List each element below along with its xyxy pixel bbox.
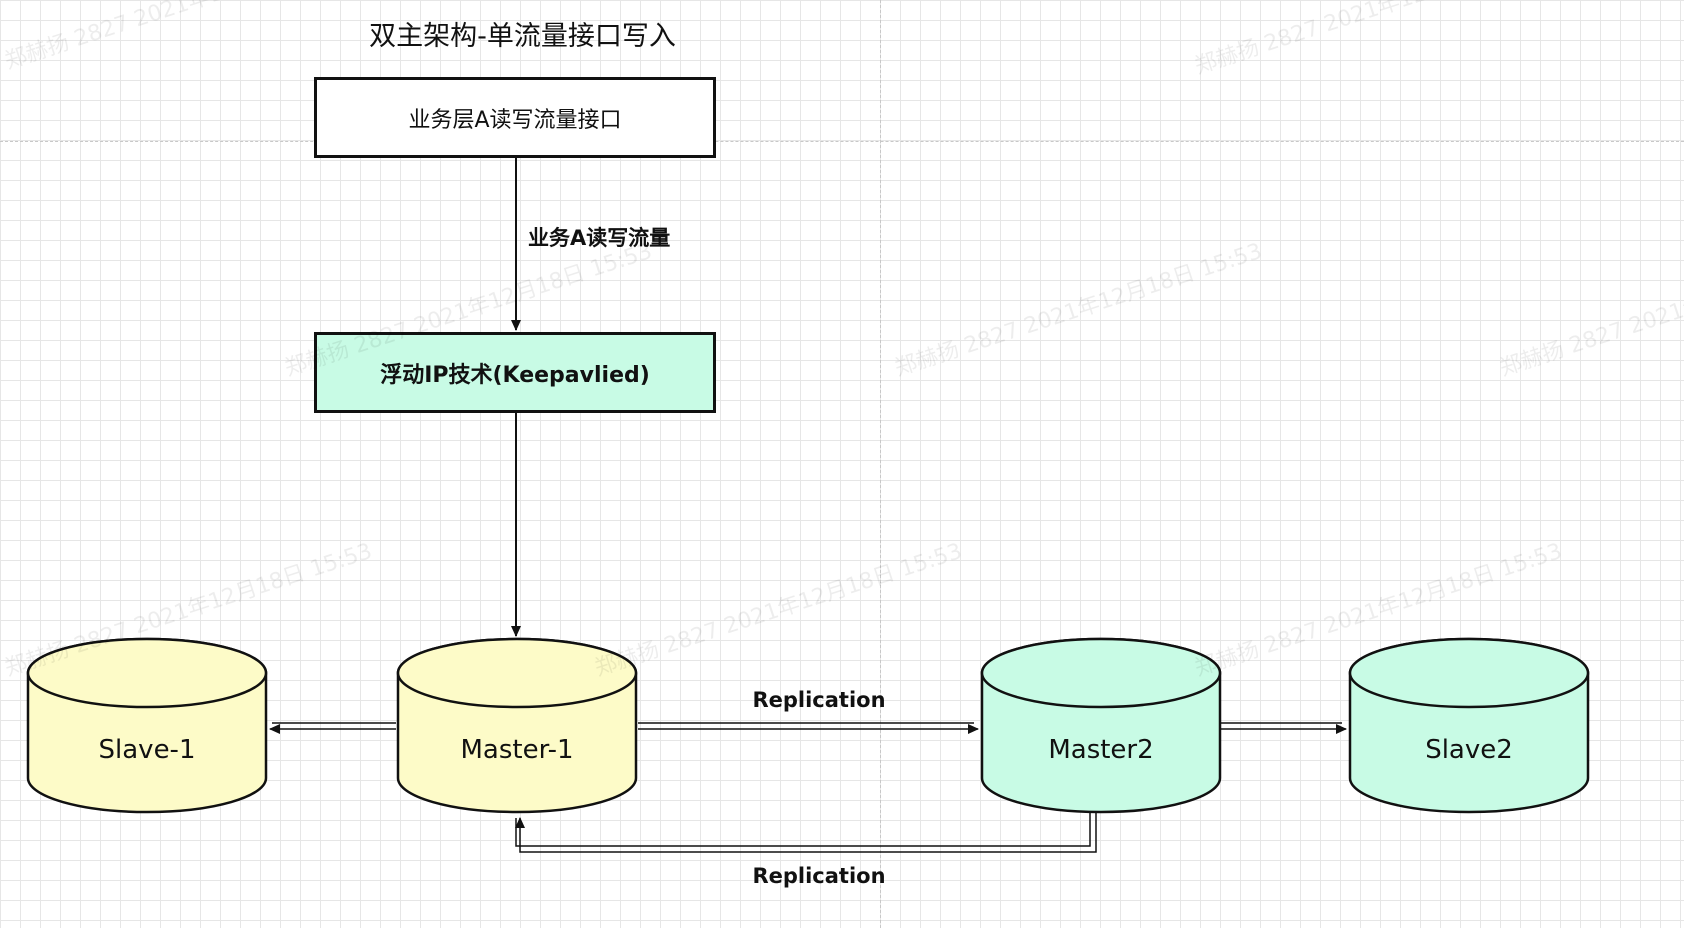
slave2-cylinder — [1348, 637, 1590, 814]
master2-label: Master2 — [1048, 735, 1154, 765]
master1-cylinder — [396, 637, 638, 814]
slave1-label: Slave-1 — [98, 735, 196, 765]
master2-cylinder — [980, 637, 1222, 814]
replication-forward-label: Replication — [752, 688, 886, 712]
slave2-label: Slave2 — [1425, 735, 1513, 765]
page-break-horizontal — [0, 141, 1684, 142]
floating-ip-box: 浮动IP技术(Keepavlied) — [314, 332, 716, 413]
master2-to-master1-arrow — [515, 812, 1097, 853]
diagram-title: 双主架构-单流量接口写入 — [369, 21, 676, 52]
master1-label: Master-1 — [460, 735, 574, 765]
slave1-cylinder — [26, 637, 268, 814]
api-layer-box: 业务层A读写流量接口 — [314, 77, 716, 158]
page-break-vertical — [880, 0, 881, 928]
replication-back-label: Replication — [752, 864, 886, 888]
traffic-label: 业务A读写流量 — [528, 226, 671, 250]
api-layer-label: 业务层A读写流量接口 — [408, 107, 622, 133]
floating-ip-label: 浮动IP技术(Keepavlied) — [380, 362, 650, 388]
